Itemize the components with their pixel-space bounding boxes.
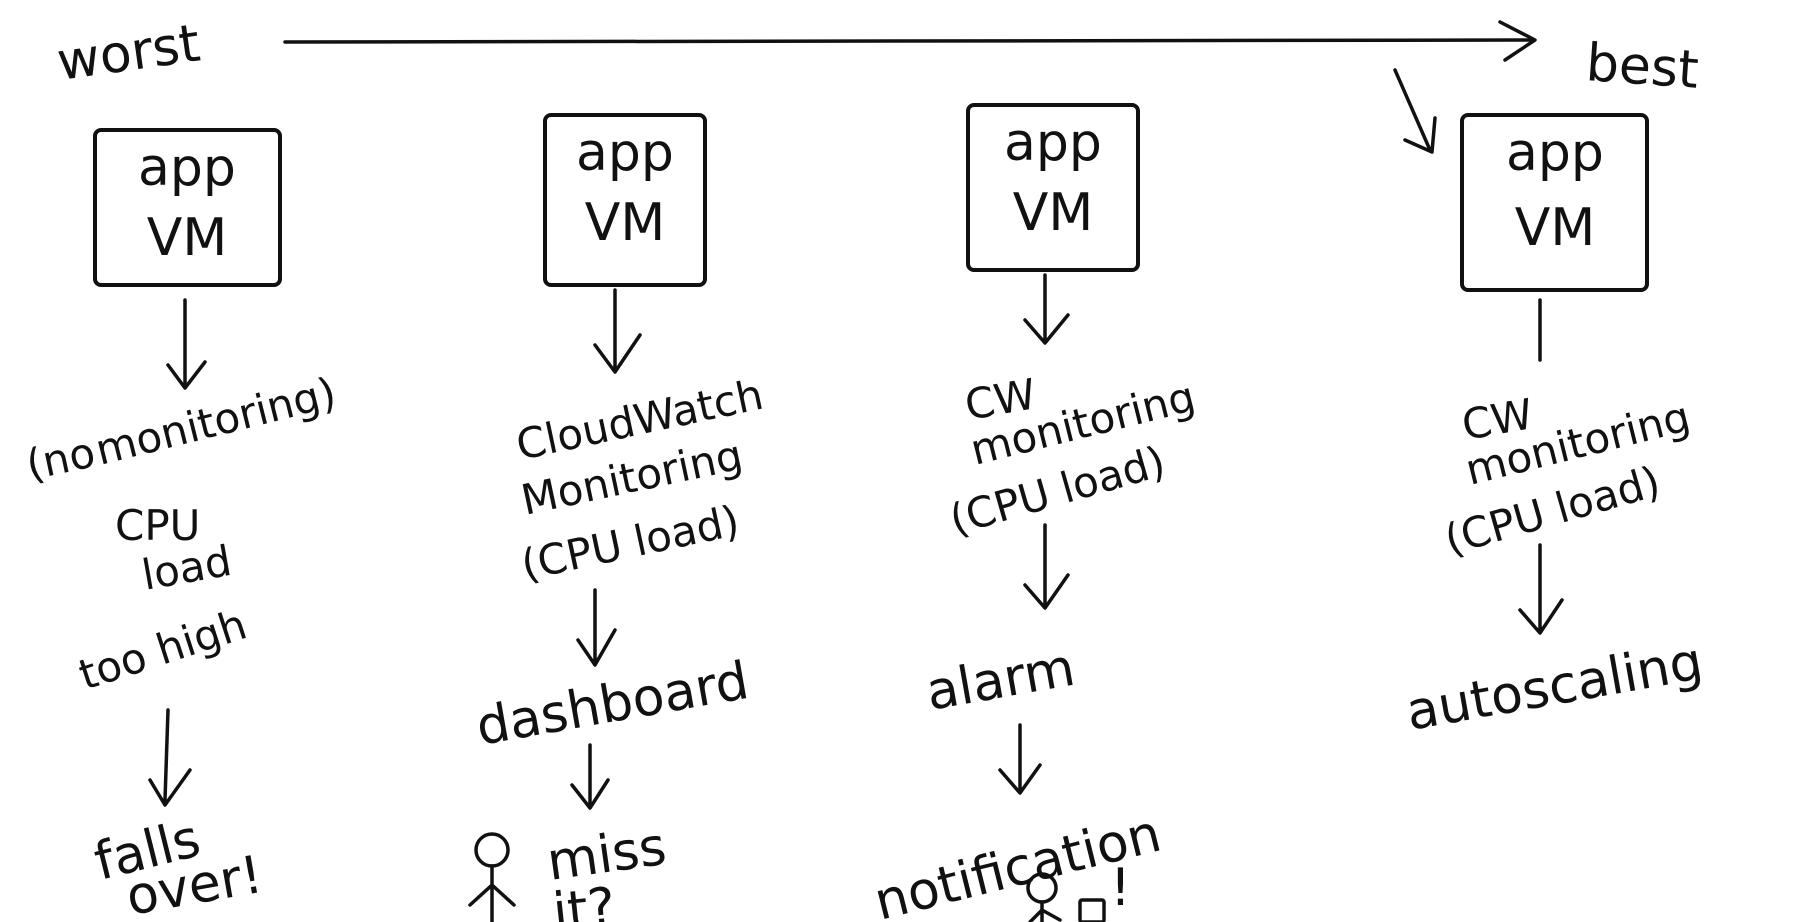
step-text: !: [1110, 858, 1131, 918]
best-pointer-arrow: [1393, 68, 1437, 154]
box-label-vm: VM: [147, 208, 227, 268]
step-text: alarm: [922, 638, 1079, 723]
app-vm-box: [966, 103, 1140, 272]
column-alarm: app VM CW monitoring (CPU load) alarm no…: [869, 103, 1200, 922]
box-label-app: app: [1506, 123, 1604, 183]
arrow-down: [998, 723, 1042, 795]
step-text: CPU: [115, 501, 200, 550]
step-text: CW: [961, 369, 1039, 430]
box-label-app: app: [1004, 113, 1102, 173]
step-text: (no: [22, 428, 99, 490]
worst-label: worst: [53, 14, 203, 93]
step-text: it?: [550, 877, 618, 922]
arrow-down: [166, 298, 207, 390]
arrow-down: [593, 288, 642, 374]
arrow-down: [148, 708, 192, 807]
arrow-down: [1023, 273, 1070, 345]
column-no-monitoring: app VM (no monitoring) CPU load too high…: [22, 128, 341, 922]
arrow-down: [570, 743, 610, 810]
arrow-down: [576, 588, 617, 667]
step-text: CW: [1458, 389, 1536, 450]
step-text: monitoring): [91, 368, 341, 475]
worst-best-scale: worst best: [53, 14, 1700, 154]
scale-arrow-head: [1498, 20, 1537, 62]
app-vm-box: [1460, 113, 1649, 292]
step-text: dashboard: [472, 651, 753, 758]
app-vm-box: [543, 113, 707, 287]
person-with-phone-icon: [1026, 872, 1106, 922]
column-dashboard: app VM CloudWatch Monitoring (CPU load) …: [468, 113, 767, 922]
arrow-down: [1023, 523, 1070, 610]
best-label: best: [1584, 33, 1700, 101]
box-label-vm: VM: [1013, 183, 1093, 243]
scale-arrow-line: [283, 38, 1532, 44]
box-label-app: app: [138, 138, 236, 198]
step-text: autoscaling: [1402, 632, 1707, 743]
box-label-vm: VM: [585, 193, 665, 253]
box-label-vm: VM: [1515, 198, 1595, 258]
step-text: too high: [73, 600, 252, 700]
app-vm-box: [93, 128, 282, 287]
box-label-app: app: [576, 123, 674, 183]
arrow-down: [1518, 543, 1564, 635]
column-autoscaling: app VM CW monitoring (CPU load) autoscal…: [1402, 113, 1707, 743]
person-icon: [468, 832, 516, 922]
